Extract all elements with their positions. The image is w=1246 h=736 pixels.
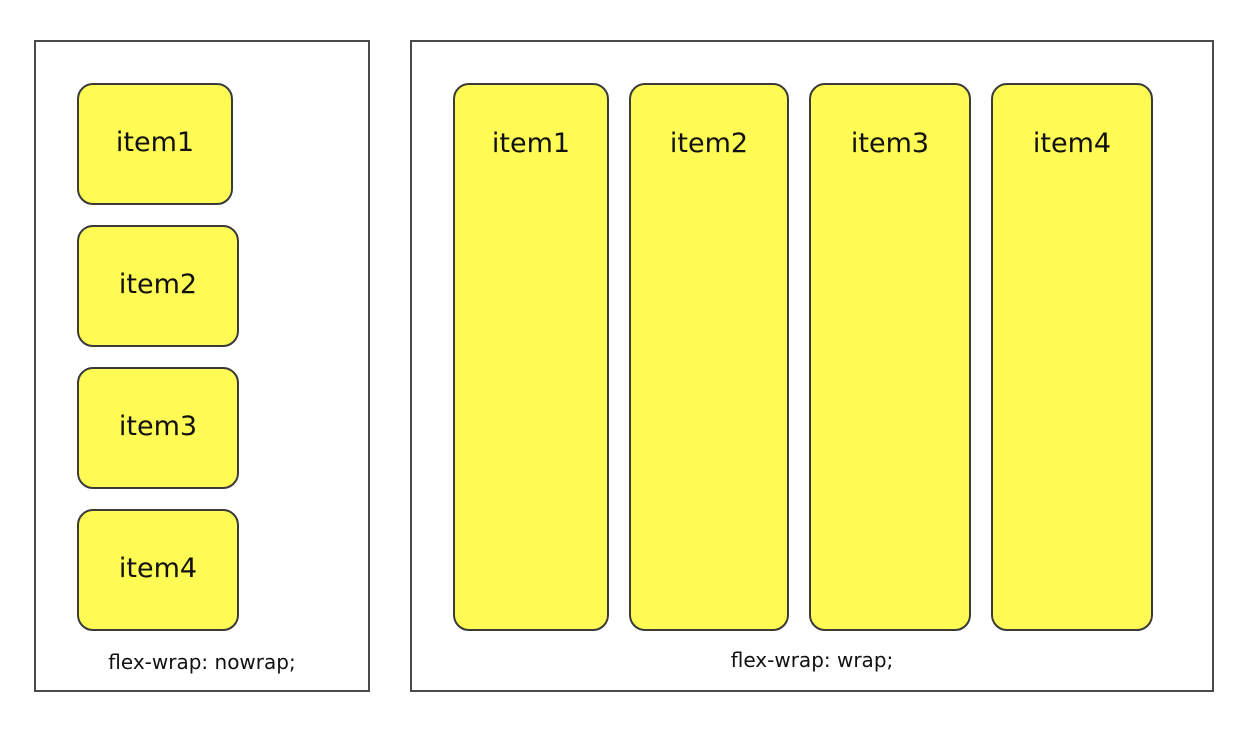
nowrap-panel: item1 item2 item3 item4 flex-wrap: nowra… bbox=[34, 40, 370, 692]
nowrap-item-3-label: item3 bbox=[118, 411, 198, 442]
nowrap-item-1-label: item1 bbox=[115, 127, 195, 158]
nowrap-item-3: item3 bbox=[77, 367, 239, 489]
wrap-item-2: item2 bbox=[629, 83, 789, 631]
nowrap-item-4-label: item4 bbox=[118, 553, 198, 584]
nowrap-item-4: item4 bbox=[77, 509, 239, 631]
wrap-item-1: item1 bbox=[453, 83, 609, 631]
wrap-item-1-label: item1 bbox=[491, 128, 571, 159]
nowrap-item-2: item2 bbox=[77, 225, 239, 347]
wrap-item-4-label: item4 bbox=[1032, 128, 1112, 159]
wrap-caption: flex-wrap: wrap; bbox=[730, 648, 894, 672]
wrap-item-3-label: item3 bbox=[850, 128, 930, 159]
nowrap-caption: flex-wrap: nowrap; bbox=[108, 650, 296, 674]
wrap-item-2-label: item2 bbox=[669, 128, 749, 159]
wrap-panel: item1 item2 item3 item4 flex-wrap: wrap; bbox=[410, 40, 1214, 692]
nowrap-item-1: item1 bbox=[77, 83, 233, 205]
wrap-item-4: item4 bbox=[991, 83, 1153, 631]
wrap-item-3: item3 bbox=[809, 83, 971, 631]
nowrap-item-2-label: item2 bbox=[118, 269, 198, 300]
